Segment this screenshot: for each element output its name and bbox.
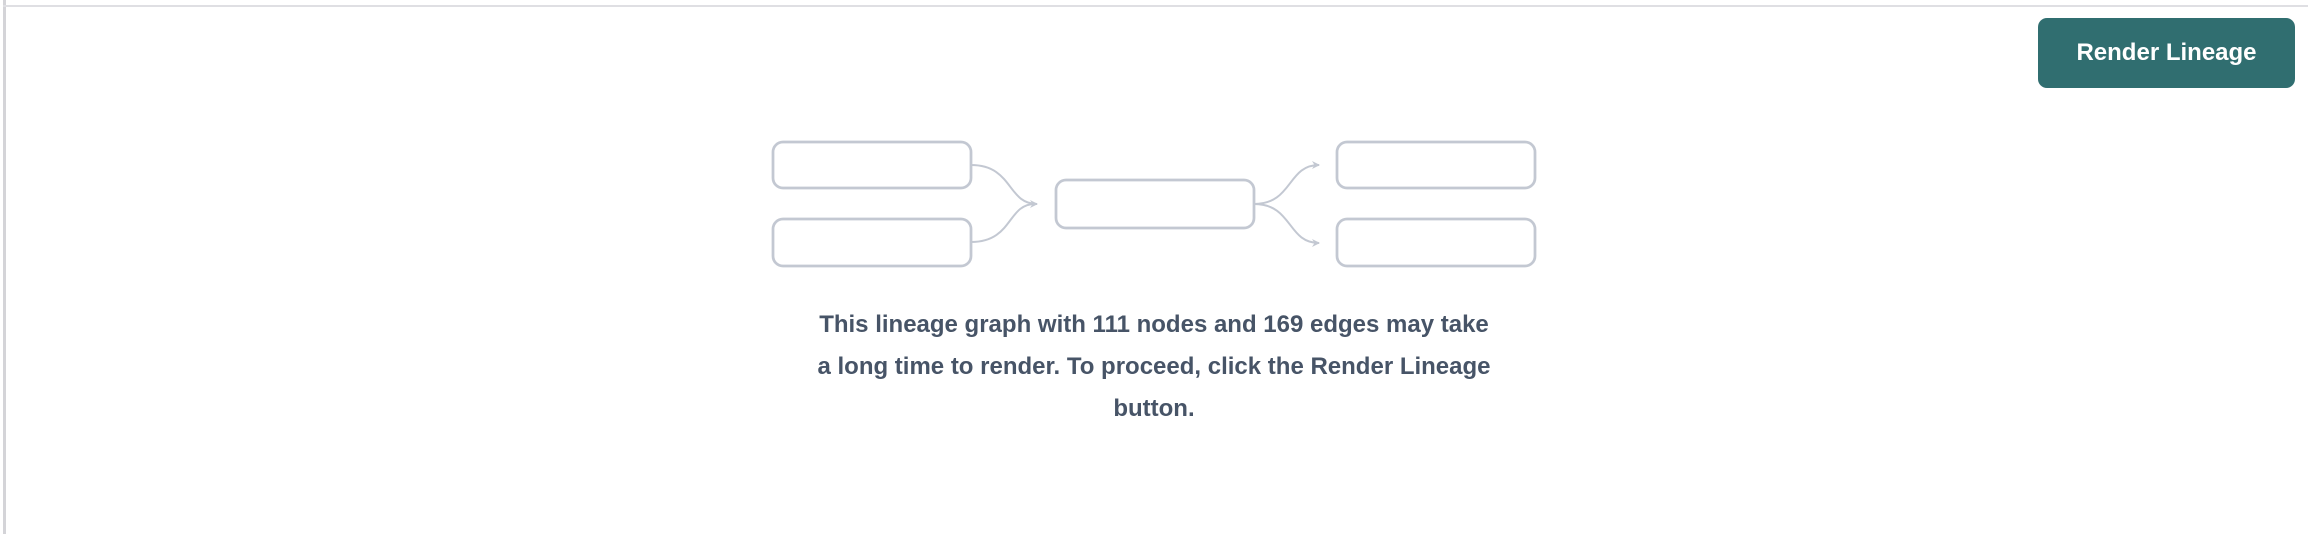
lineage-warning-line-1: This lineage graph with 111 nodes and 16… <box>819 311 1489 338</box>
panel-top-divider <box>3 5 2308 7</box>
render-lineage-button[interactable]: Render Lineage <box>2038 18 2295 88</box>
placeholder-node-middle <box>1054 178 1256 230</box>
lineage-warning-message: This lineage graph with 111 nodes and 16… <box>817 304 1490 430</box>
placeholder-node-source-2 <box>771 217 973 268</box>
lineage-warning-line-3: button. <box>1113 395 1195 422</box>
lineage-empty-state: This lineage graph with 111 nodes and 16… <box>771 140 1537 430</box>
placeholder-node-target-2 <box>1335 217 1537 268</box>
placeholder-node-source-1 <box>771 140 973 190</box>
placeholder-node-target-1 <box>1335 140 1537 190</box>
panel-left-divider <box>3 0 6 534</box>
lineage-warning-line-2: a long time to render. To proceed, click… <box>817 353 1491 380</box>
lineage-graph-placeholder-icon <box>771 140 1537 268</box>
